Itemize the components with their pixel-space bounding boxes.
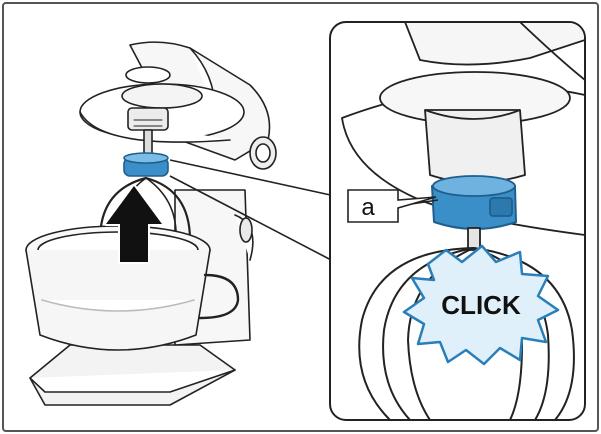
callout-label: a (361, 194, 375, 221)
zoom-connector-lines (169, 159, 336, 263)
up-arrow-icon (104, 184, 164, 264)
click-label: CLICK (441, 290, 521, 320)
callout-a: a (347, 189, 439, 223)
click-burst-icon: CLICK (402, 244, 560, 366)
stand-mixer-illustration (25, 41, 277, 406)
